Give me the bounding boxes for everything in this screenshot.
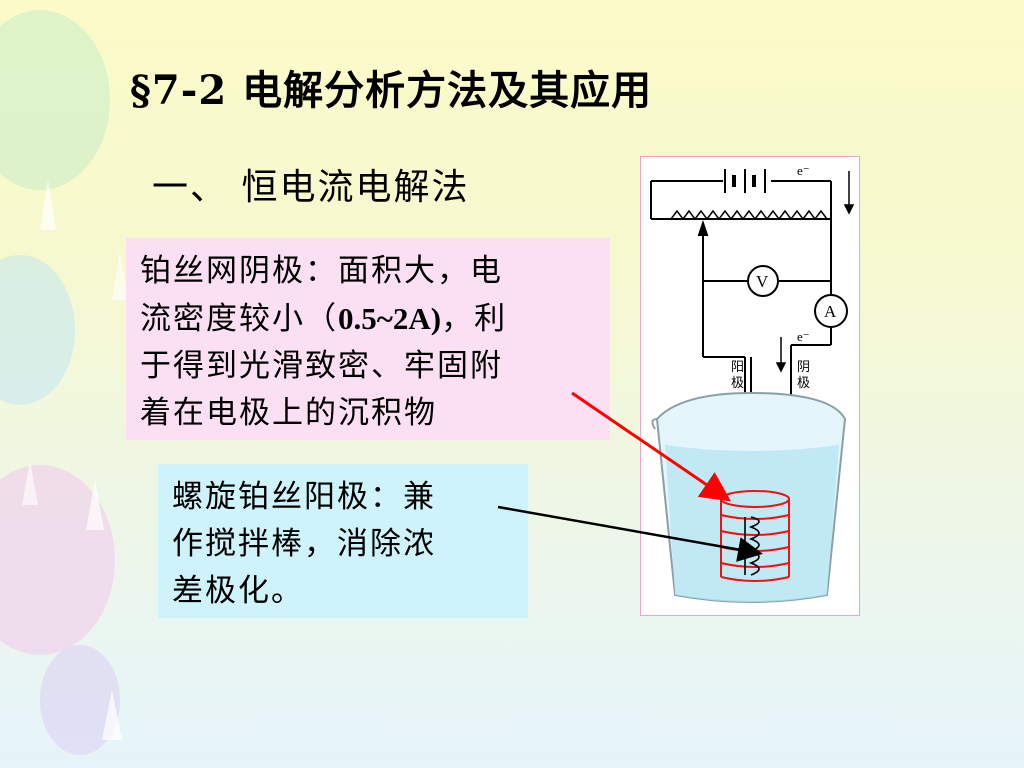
voltmeter-icon [747,265,779,297]
anode-label-char-1: 阳 [731,360,744,375]
beaker-icon [651,391,847,603]
electron-label-top: e⁻ [797,163,810,178]
electron-label-right: e⁻ [797,329,810,344]
cathode-label-char-2: 极 [797,376,810,391]
battery-icon [724,169,766,193]
anode-text-line-3: 差极化。 [172,573,304,609]
apparatus-svg: e⁻ V A e [650,163,855,603]
cathode-description-box: 铂丝网阴极：面积大，电 流密度较小（0.5~2A)，利 于得到光滑致密、牢固附 … [126,238,610,440]
rheostat-icon [670,209,828,221]
cathode-text-line-2a: 流密度较小（ [140,301,338,337]
current-range: 0.5~2A) [338,301,442,336]
page-title: §7-2 电解分析方法及其应用 [130,67,653,114]
anode-text-line-2: 作搅拌棒，消除浓 [172,526,436,562]
anode-label-char-2: 极 [731,376,744,391]
cathode-text-line-2: 流密度较小（0.5~2A)，利 [140,295,596,343]
section-heading: 一、 恒电流电解法 [152,167,470,208]
electron-flow-arrow-right [775,337,787,373]
cathode-text-line-4: 着在电极上的沉积物 [140,395,437,431]
cathode-label-char-1: 阴 [797,360,810,375]
cathode-text-line-2c: ，利 [441,301,508,337]
ammeter-label: A [824,302,837,321]
electron-flow-arrow-top [843,171,855,215]
anode-description-box: 螺旋铂丝阳极：兼 作搅拌棒，消除浓 差极化。 [158,464,528,618]
cathode-text-line-3: 于得到光滑致密、牢固附 [140,348,503,384]
electrolysis-apparatus-diagram: e⁻ V A e [640,156,860,616]
cathode-text-line-1: 铂丝网阴极：面积大，电 [140,253,503,289]
voltmeter-label: V [756,272,769,291]
anode-text-line-1: 螺旋铂丝阳极：兼 [172,479,436,515]
